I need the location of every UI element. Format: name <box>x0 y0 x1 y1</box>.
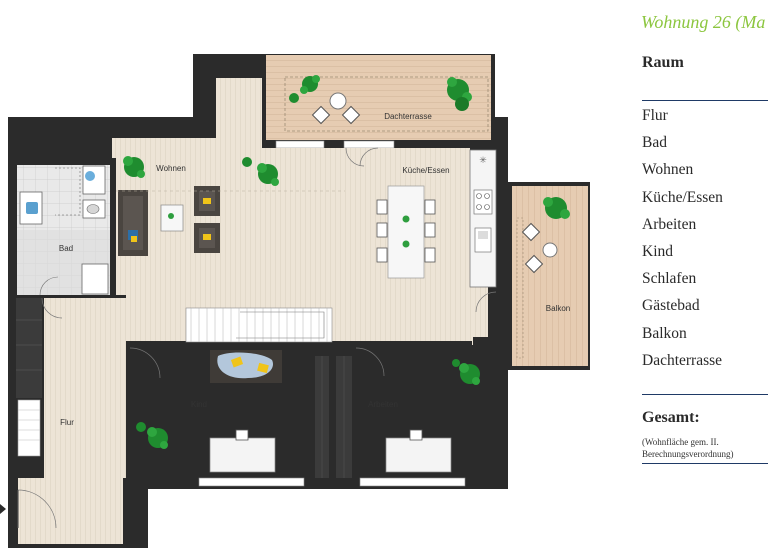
room-row: Balkon <box>642 324 687 342</box>
label-bad: Bad <box>59 244 73 253</box>
arbeiten-furniture <box>359 429 466 487</box>
corridor <box>17 298 126 544</box>
floor-plan: ✳ <box>0 54 590 548</box>
label-kind: Kind <box>191 400 207 409</box>
room-row: Dachterrasse <box>642 351 723 369</box>
room-row: Gästebad <box>642 297 700 315</box>
room-row: Schlafen <box>642 270 697 288</box>
label-dachterrasse: Dachterrasse <box>384 112 432 121</box>
room-row: Kind <box>642 242 673 260</box>
wardrobes <box>16 298 352 478</box>
armchairs <box>194 186 220 253</box>
terrace-table-set <box>311 92 361 125</box>
label-wohnen: Wohnen <box>156 164 186 173</box>
dining-table <box>376 185 436 279</box>
bathroom <box>17 165 110 296</box>
room-column-header: Raum <box>642 54 684 71</box>
total-label: Gesamt: <box>642 409 700 426</box>
room-row: Flur <box>642 107 668 124</box>
label-balkon: Balkon <box>546 304 570 313</box>
room-row: Arbeiten <box>642 215 697 233</box>
door-swings <box>41 147 497 379</box>
apartment-title: Wohnung 26 (Ma <box>641 12 766 32</box>
plants <box>123 75 570 449</box>
label-flur: Flur <box>60 418 74 427</box>
entrance-arrow <box>0 504 6 514</box>
staircase <box>185 307 333 343</box>
coffee-table <box>160 204 184 232</box>
room-table-panel: Wohnung 26 (Ma Raum Flur Bad Wohnen Küch… <box>600 0 768 560</box>
room-row: Küche/Essen <box>642 188 723 206</box>
header-rule <box>642 100 768 101</box>
room-row: Bad <box>642 134 667 152</box>
interior-floor <box>45 78 488 470</box>
area-note: (Wohnfläche gem. II. Berechnungsverordnu… <box>642 437 734 459</box>
kitchen-counter: ✳ <box>469 149 497 288</box>
kind-furniture <box>198 350 305 487</box>
label-arbeiten: Arbeiten <box>368 400 398 409</box>
room-row: Wohnen <box>642 161 694 179</box>
label-kueche: Küche/Essen <box>402 166 449 175</box>
svg-text:✳: ✳ <box>479 156 487 166</box>
room-list: Flur Bad Wohnen Küche/Essen Arbeiten Kin… <box>642 106 723 378</box>
total-rule <box>642 394 768 395</box>
note-rule <box>642 463 768 464</box>
sofa <box>118 190 148 256</box>
